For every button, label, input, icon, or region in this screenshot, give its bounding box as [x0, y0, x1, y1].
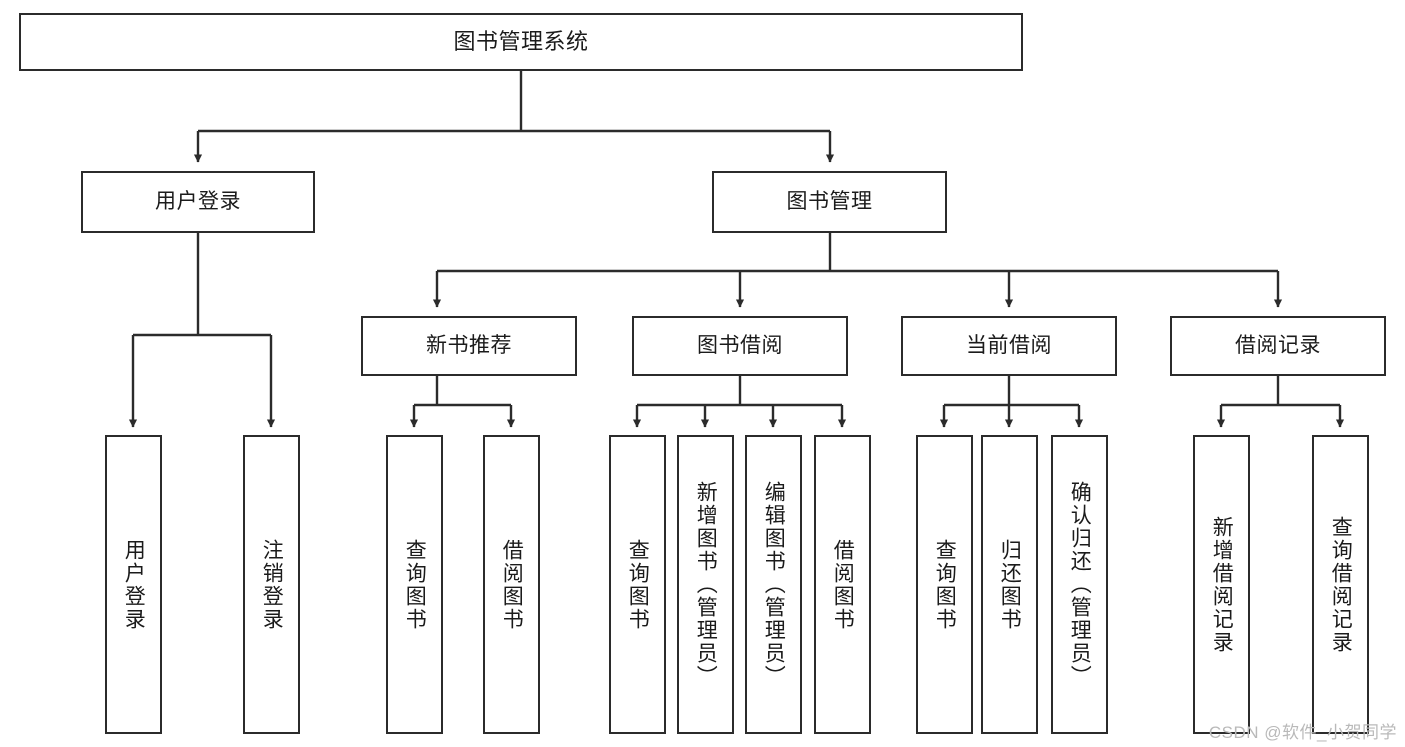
node-label: 图书借阅	[697, 334, 783, 358]
node-label: 新增图书（管理员）	[694, 481, 718, 688]
node-label: 新增借阅记录	[1210, 515, 1234, 654]
leaf-current-borrow-return[interactable]: 归还图书	[981, 435, 1038, 734]
node-user-login[interactable]: 用户登录	[81, 171, 315, 233]
node-label: 用户登录	[122, 538, 146, 631]
node-label: 借阅图书	[831, 538, 855, 631]
node-label: 查询图书	[626, 538, 650, 631]
node-label: 查询图书	[933, 538, 957, 631]
leaf-current-borrow-confirm-return-admin[interactable]: 确认归还（管理员）	[1051, 435, 1108, 734]
node-label: 查询借阅记录	[1329, 515, 1353, 654]
node-label: 查询图书	[403, 538, 427, 631]
node-label: 借阅记录	[1235, 334, 1321, 358]
node-label: 新书推荐	[426, 334, 512, 358]
node-label: 确认归还（管理员）	[1068, 481, 1092, 688]
leaf-current-borrow-query[interactable]: 查询图书	[916, 435, 973, 734]
node-label: 当前借阅	[966, 334, 1052, 358]
node-label: 编辑图书（管理员）	[762, 481, 786, 688]
node-label: 借阅图书	[500, 538, 524, 631]
node-label: 用户登录	[155, 190, 241, 214]
node-current-borrow[interactable]: 当前借阅	[901, 316, 1117, 376]
leaf-new-book-borrow[interactable]: 借阅图书	[483, 435, 540, 734]
node-new-book-recommend[interactable]: 新书推荐	[361, 316, 577, 376]
node-label: 注销登录	[260, 538, 284, 631]
node-book-management[interactable]: 图书管理	[712, 171, 947, 233]
node-label: 图书管理	[786, 190, 873, 214]
watermark: CSDN @软件_小贺同学	[1208, 723, 1397, 742]
node-root-book-management-system[interactable]: 图书管理系统	[19, 13, 1023, 71]
node-book-borrow[interactable]: 图书借阅	[632, 316, 848, 376]
leaf-new-book-query[interactable]: 查询图书	[386, 435, 443, 734]
leaf-book-borrow-query[interactable]: 查询图书	[609, 435, 666, 734]
leaf-book-borrow-add-admin[interactable]: 新增图书（管理员）	[677, 435, 734, 734]
leaf-book-borrow-borrow[interactable]: 借阅图书	[814, 435, 871, 734]
node-label: 图书管理系统	[453, 28, 589, 54]
leaf-borrow-record-query[interactable]: 查询借阅记录	[1312, 435, 1369, 734]
leaf-borrow-record-add[interactable]: 新增借阅记录	[1193, 435, 1250, 734]
node-label: 归还图书	[998, 538, 1022, 631]
node-borrow-record[interactable]: 借阅记录	[1170, 316, 1386, 376]
leaf-user-login-logout[interactable]: 注销登录	[243, 435, 300, 734]
leaf-user-login-login[interactable]: 用户登录	[105, 435, 162, 734]
leaf-book-borrow-edit-admin[interactable]: 编辑图书（管理员）	[745, 435, 802, 734]
